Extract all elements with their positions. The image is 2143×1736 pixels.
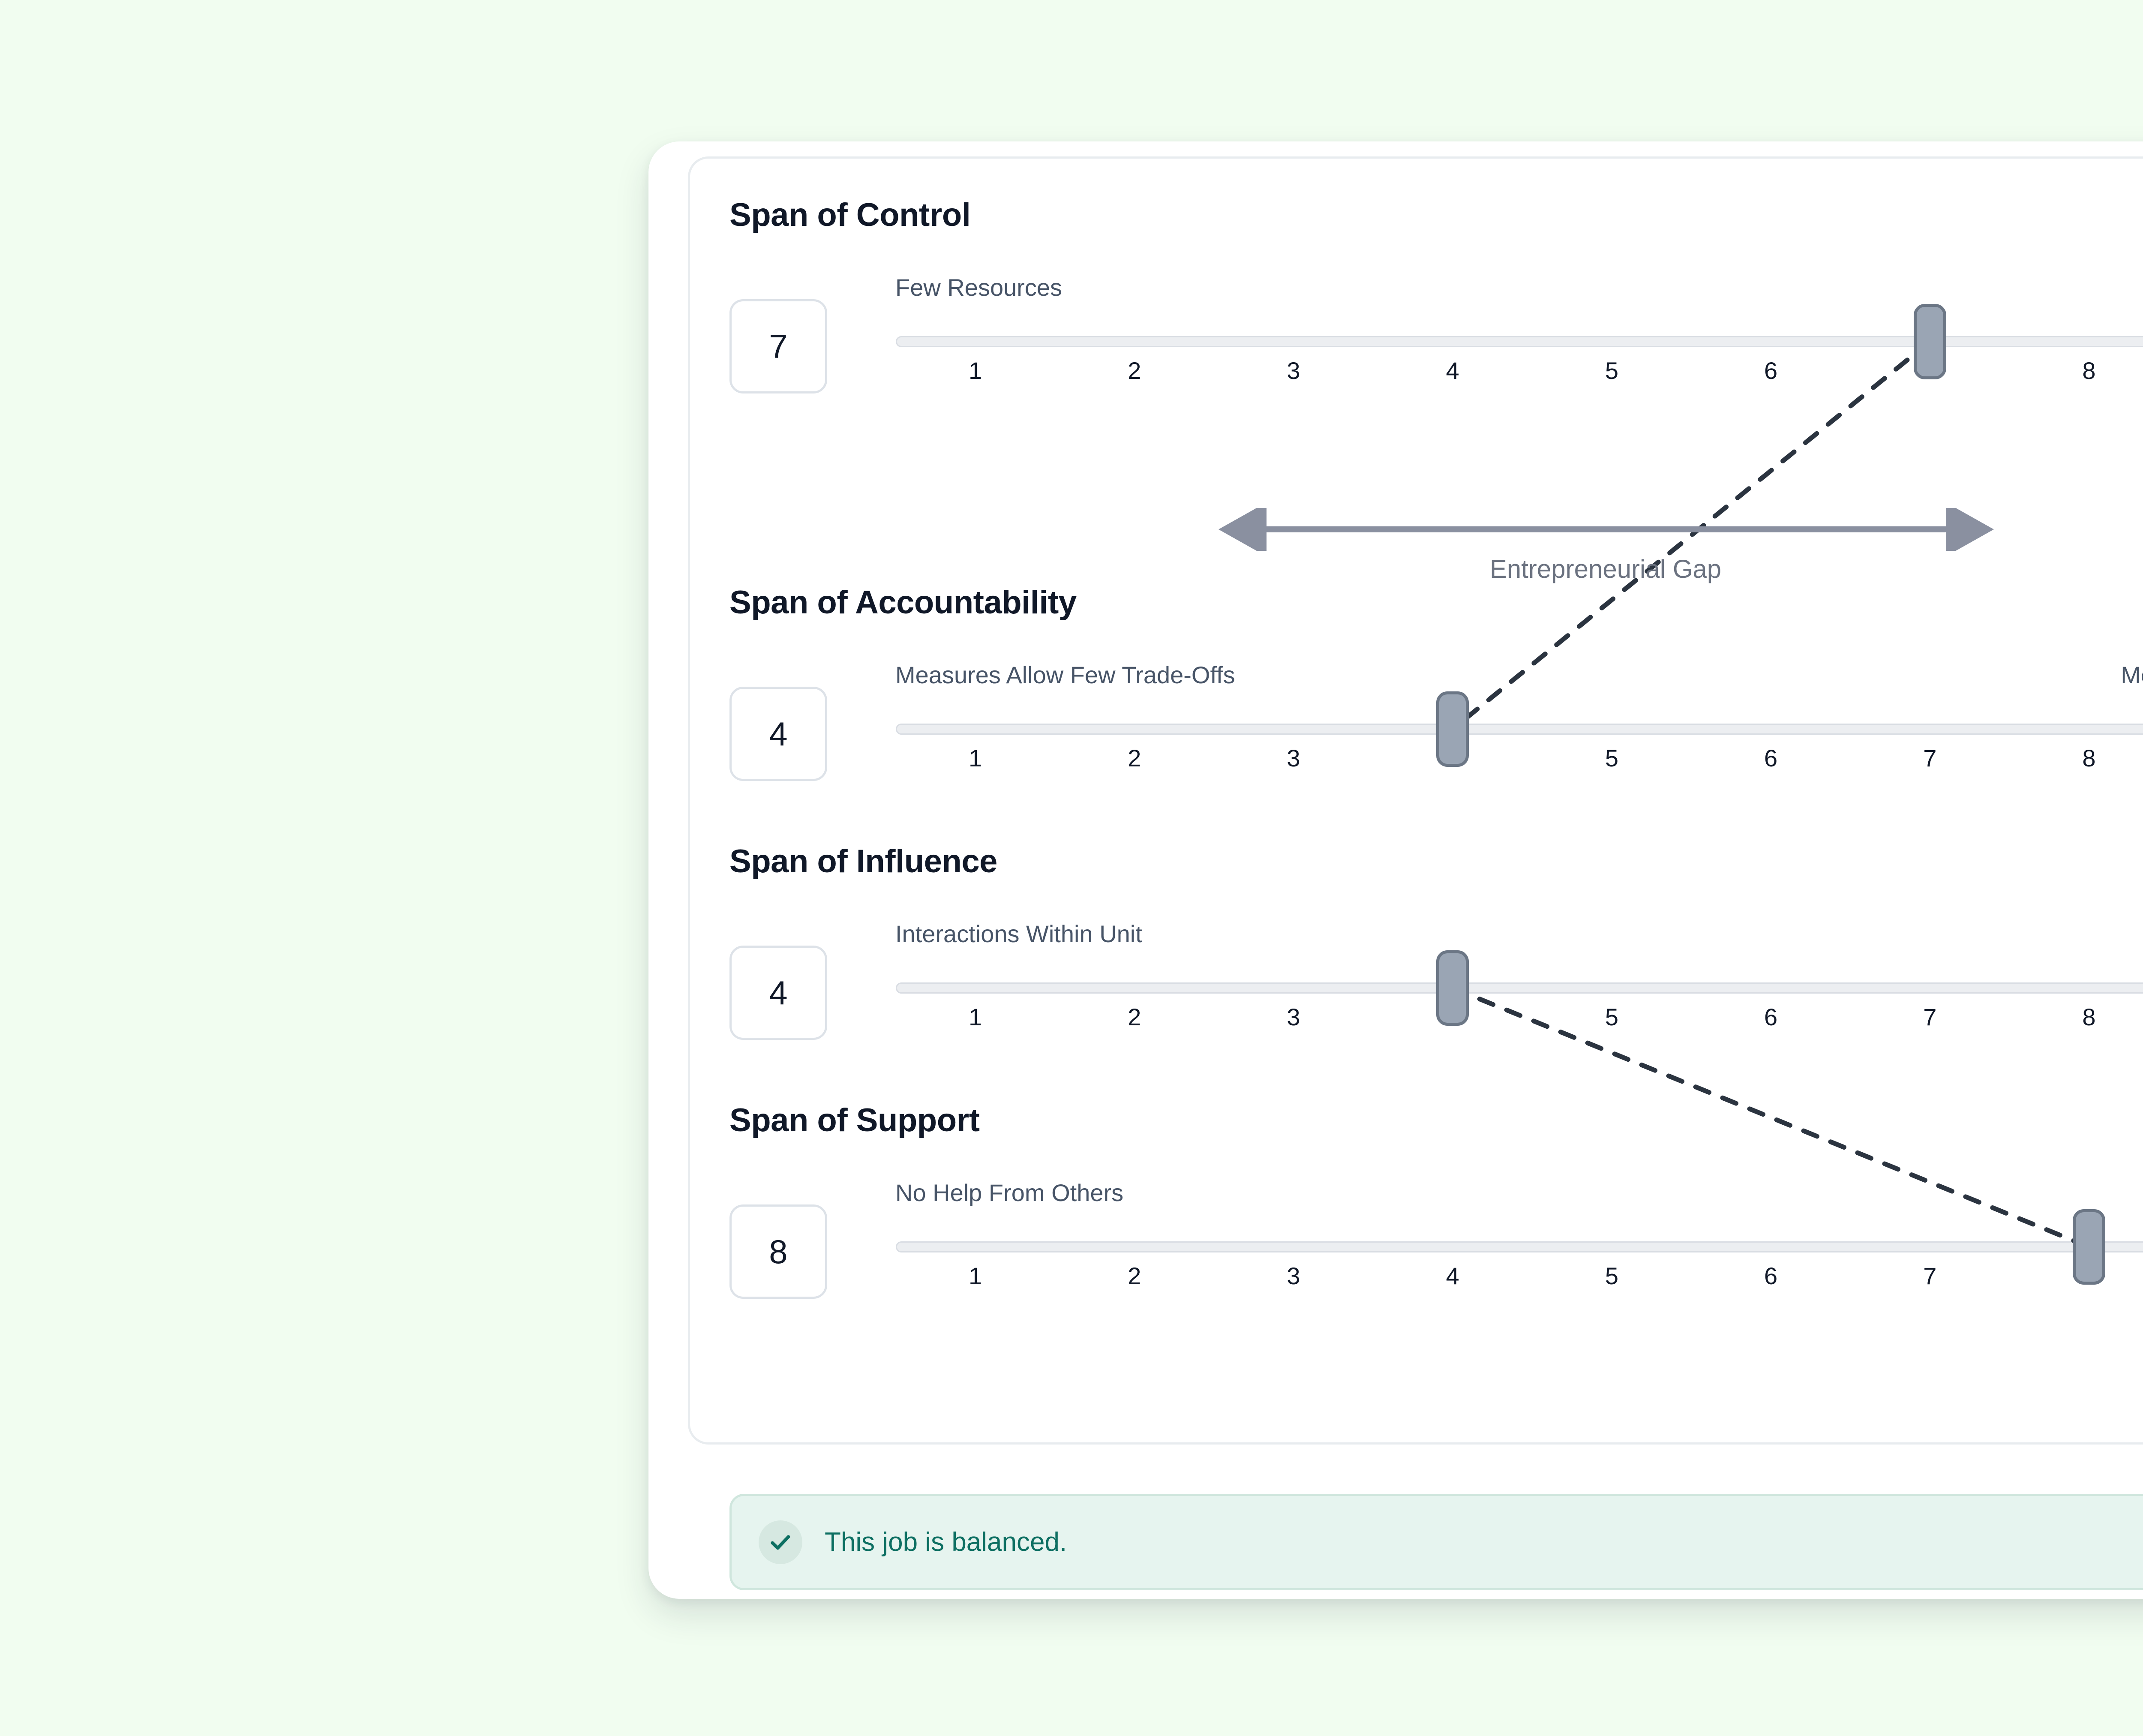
section-title-span-of-control: Span of Control [729,197,971,233]
tick-label: 3 [1287,745,1300,772]
tick-label: 5 [1605,745,1618,772]
status-message: This job is balanced. [825,1527,1067,1557]
tick-label: 2 [1128,357,1141,384]
tick-label: 3 [1287,1262,1300,1289]
slider-thumb-span-of-support[interactable] [2073,1209,2105,1285]
tick-label: 8 [2082,357,2096,384]
tick-label: 2 [1128,1003,1141,1030]
tick-row-span-of-accountability: 12345678910 [896,744,2143,774]
tick-label: 3 [1287,1003,1300,1030]
slider-track-span-of-influence[interactable] [896,982,2143,994]
tick-label: 1 [969,1262,982,1289]
slider-track-span-of-control[interactable] [896,336,2143,347]
slider-track-span-of-accountability[interactable] [896,724,2143,735]
tick-label: 6 [1764,745,1778,772]
section-title-span-of-influence: Span of Influence [729,843,997,880]
tick-label: 5 [1605,1003,1618,1030]
tick-label: 6 [1764,1262,1778,1289]
slider-thumb-span-of-influence[interactable] [1436,950,1469,1026]
tick-label: 8 [2082,1003,2096,1030]
tick-label: 7 [1923,1262,1937,1289]
slider-thumb-span-of-accountability[interactable] [1436,691,1469,767]
tick-label: 3 [1287,357,1300,384]
tick-label: 1 [969,357,982,384]
scale-label-left-span-of-control: Few Resources [895,274,1062,301]
status-banner: This job is balanced. [729,1494,2143,1590]
tick-row-span-of-support: 12345678910 [896,1262,2143,1292]
value-box-span-of-support[interactable]: 8 [729,1204,827,1299]
entrepreneurial-gap-label: Entrepreneurial Gap [1489,555,1722,583]
tick-label: 7 [1923,1003,1937,1030]
tick-label: 1 [969,745,982,772]
tick-label: 4 [1446,1262,1459,1289]
value-box-span-of-influence[interactable]: 4 [729,946,827,1040]
tick-label: 6 [1764,1003,1778,1030]
tick-label: 5 [1605,1262,1618,1289]
scale-label-left-span-of-support: No Help From Others [895,1179,1124,1206]
tick-row-span-of-influence: 12345678910 [896,1003,2143,1033]
tick-label: 4 [1446,357,1459,384]
tick-label: 2 [1128,745,1141,772]
slider-thumb-span-of-control[interactable] [1913,304,1946,379]
scale-label-left-span-of-influence: Interactions Within Unit [895,920,1142,947]
scale-label-left-span-of-accountability: Measures Allow Few Trade-Offs [895,661,1235,688]
tick-label: 2 [1128,1262,1141,1289]
tick-label: 5 [1605,357,1618,384]
tick-label: 8 [2082,745,2096,772]
slider-track-span-of-support[interactable] [896,1241,2143,1252]
section-title-span-of-support: Span of Support [729,1102,980,1138]
scale-label-right-span-of-accountability: Measures Allow Many Trade-Offs [2121,661,2143,688]
value-box-span-of-control[interactable]: 7 [729,299,827,393]
double-arrow-icon [1219,508,1994,551]
tick-label: 6 [1764,357,1778,384]
value-box-span-of-accountability[interactable]: 4 [729,687,827,781]
section-title-span-of-accountability: Span of Accountability [729,584,1077,621]
check-circle-icon [759,1520,802,1564]
tick-label: 7 [1923,745,1937,772]
tick-label: 1 [969,1003,982,1030]
tick-row-span-of-control: 12345678910 [896,357,2143,387]
entrepreneurial-gap: Entrepreneurial Gap [690,508,2143,585]
